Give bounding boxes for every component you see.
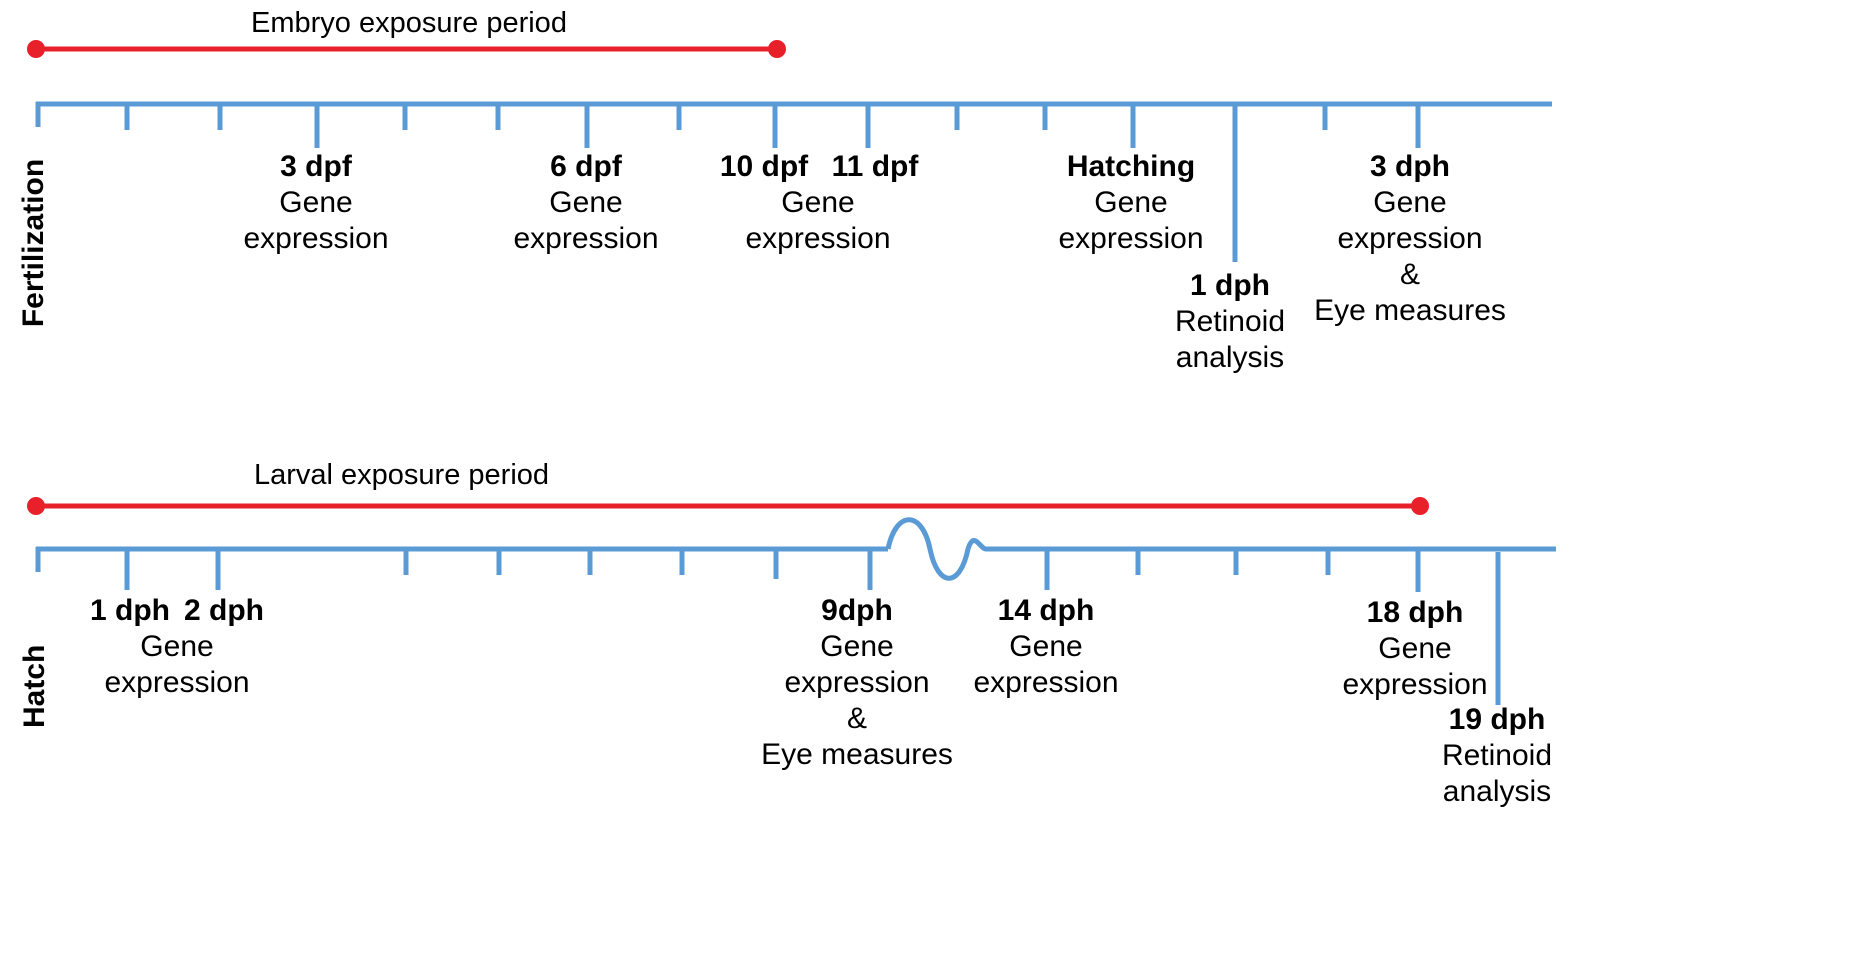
event-detail-line: analysis: [1442, 775, 1552, 808]
event-title: 6 dpf: [550, 150, 622, 183]
event-detail-line: expression: [243, 222, 389, 255]
event-detail-line: Retinoid: [1174, 305, 1286, 338]
event-detail-line: &: [1399, 258, 1420, 291]
bottom-exposure-bar: [27, 497, 1429, 515]
event-detail-line: &: [846, 702, 867, 735]
top-exposure-start-dot: [27, 40, 45, 58]
event-detail-line: Eye measures: [761, 738, 953, 771]
event-detail-line: expression: [1337, 222, 1483, 255]
event-detail-line: Gene: [781, 186, 855, 219]
bottom-exposure-label: Larval exposure period: [254, 459, 550, 491]
event-detail-line: Gene: [140, 630, 214, 663]
event-title: 3 dph: [1370, 150, 1450, 183]
event-title: 3 dpf: [280, 150, 352, 183]
bottom-exposure-start-dot: [27, 497, 45, 515]
event-detail-line: Gene: [1378, 632, 1452, 665]
event-detail-line: Gene: [1009, 630, 1083, 663]
event-title: 19 dph: [1448, 703, 1546, 736]
top-event-10dpf: 10 dpf: [614, 149, 914, 185]
event-detail-line: Gene: [820, 630, 894, 663]
top-side-label-fertilization: Fertilization: [17, 158, 50, 328]
top-event-11dpf: 11 dpf: [725, 149, 1025, 185]
event-detail-line: expression: [745, 222, 891, 255]
top-exposure-end-dot: [768, 40, 786, 58]
event-detail-line: expression: [973, 666, 1119, 699]
event-title: 1 dph: [1190, 269, 1270, 302]
event-title: 1 dph: [90, 594, 170, 627]
event-detail-line: Gene: [279, 186, 353, 219]
event-detail-line: Retinoid: [1441, 739, 1553, 772]
event-detail-line: expression: [1342, 668, 1488, 701]
event-detail-line: Gene: [1094, 186, 1168, 219]
top-axis: [35, 101, 1552, 262]
event-title: 11 dpf: [831, 150, 919, 183]
bottom-event-1dph: 1 dph: [0, 593, 280, 629]
event-title: 18 dph: [1366, 596, 1464, 629]
axis-break-wave: [885, 517, 987, 581]
bottom-event-2dph: 2 dph: [74, 593, 374, 629]
top-exposure-label: Embryo exposure period: [251, 7, 567, 39]
event-detail-line: Eye measures: [1314, 294, 1506, 327]
event-detail-line: Gene: [1373, 186, 1447, 219]
event-detail-line: analysis: [1175, 341, 1285, 374]
event-detail-line: expression: [513, 222, 659, 255]
event-title: 2 dph: [184, 594, 264, 627]
event-title: 9dph: [821, 594, 893, 627]
bottom-exposure-end-dot: [1411, 497, 1429, 515]
event-title: 14 dph: [997, 594, 1095, 627]
bottom-axis: [35, 517, 1556, 705]
event-title: 10 dpf: [719, 150, 809, 183]
event-detail-line: expression: [784, 666, 930, 699]
event-title: Hatching: [1066, 150, 1196, 183]
event-detail-line: expression: [1058, 222, 1204, 255]
event-detail-line: expression: [104, 666, 250, 699]
event-detail-line: Gene: [549, 186, 623, 219]
top-exposure-bar: [27, 40, 786, 58]
